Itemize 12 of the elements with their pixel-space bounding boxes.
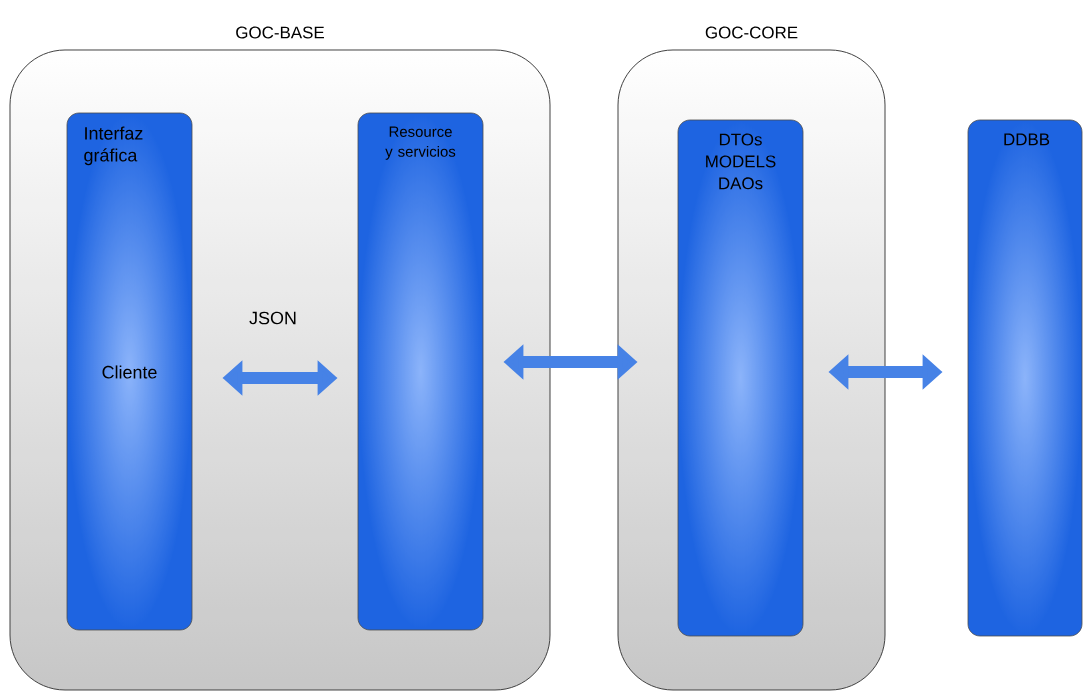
edge-label: JSON (249, 311, 296, 325)
column-box (357, 112, 484, 631)
box-label: DTOs MODELS DAOs (706, 133, 776, 190)
column-box (677, 119, 804, 637)
box-label: Resource y servicios (385, 126, 456, 160)
box-label: DDBB (1004, 133, 1050, 146)
box-label: GOC-BASE (236, 26, 324, 39)
box-label: Interfaz gráfica (84, 126, 143, 166)
column-box (66, 112, 193, 631)
box-label: Cliente (102, 365, 157, 379)
box-label: GOC-CORE (705, 26, 798, 39)
column-box (967, 119, 1083, 637)
